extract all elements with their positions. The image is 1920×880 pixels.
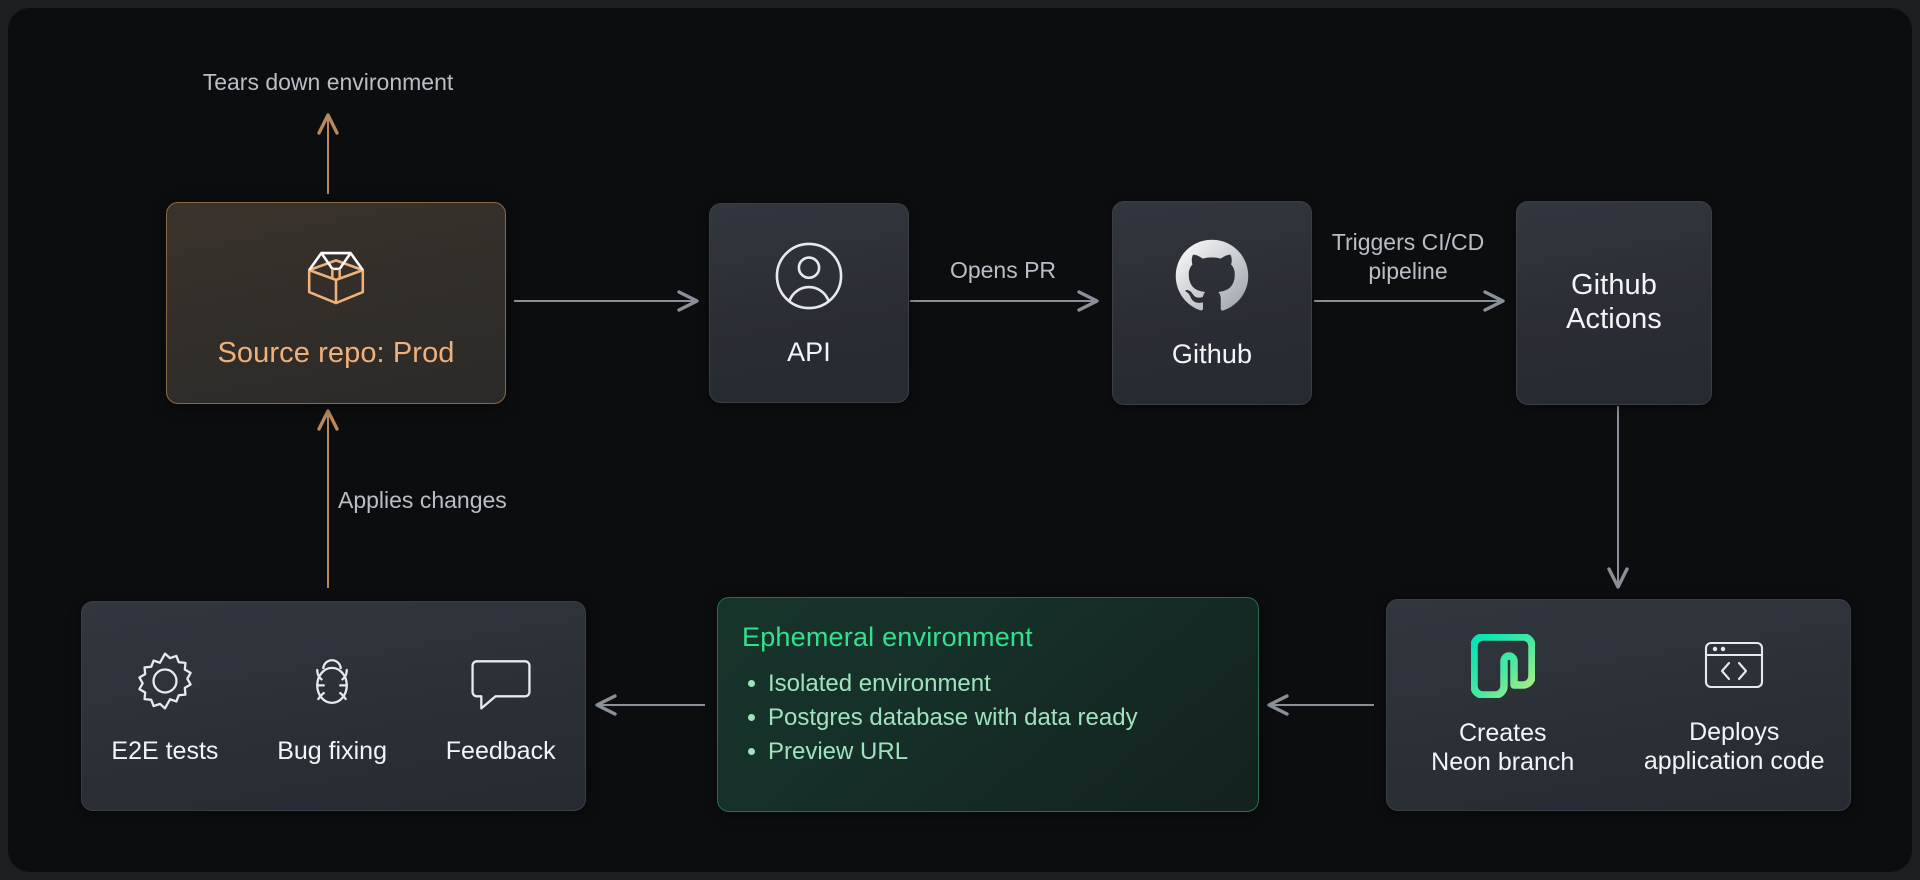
card-item-label: Deploys application code xyxy=(1643,717,1825,775)
node-testing-card[interactable]: E2E tests Bug fixing xyxy=(81,601,586,811)
user-avatar-icon xyxy=(771,238,847,319)
neon-logo-icon xyxy=(1470,632,1536,703)
github-octocat-icon xyxy=(1172,236,1252,321)
list-item: Preview URL xyxy=(742,735,1230,769)
card-item-e2e-tests[interactable]: E2E tests xyxy=(105,646,224,766)
card-item-label: Creates Neon branch xyxy=(1431,718,1575,776)
card-item-label: E2E tests xyxy=(111,737,219,765)
package-box-icon xyxy=(297,236,375,319)
card-item-creates-neon-branch[interactable]: Creates Neon branch xyxy=(1387,632,1619,777)
edge-label-applies-changes: Applies changes xyxy=(338,487,507,513)
node-github-actions[interactable]: Github Actions xyxy=(1516,201,1712,405)
node-ephemeral-environment[interactable]: Ephemeral environment Isolated environme… xyxy=(717,597,1259,812)
diagram-canvas: Tears down environment Opens PR Triggers… xyxy=(8,8,1912,872)
edge-label-tears-down: Tears down environment xyxy=(202,69,454,95)
node-api-label: API xyxy=(787,336,831,367)
node-api[interactable]: API xyxy=(709,203,909,403)
node-github[interactable]: Github xyxy=(1112,201,1312,405)
edge-label-triggers-cicd: Triggers CI/CD pipeline xyxy=(1331,229,1485,284)
speech-bubble-icon xyxy=(466,646,536,721)
list-item: Isolated environment xyxy=(742,667,1230,701)
list-item: Postgres database with data ready xyxy=(742,701,1230,735)
bug-icon xyxy=(297,646,367,721)
node-source-repo[interactable]: Source repo: Prod xyxy=(166,202,506,404)
card-item-deploys-application-code[interactable]: Deploys application code xyxy=(1619,635,1851,776)
card-item-label: Bug fixing xyxy=(277,737,387,765)
ephemeral-feature-list: Isolated environment Postgres database w… xyxy=(742,667,1230,769)
card-item-bug-fixing[interactable]: Bug fixing xyxy=(271,646,393,766)
node-github-actions-label: Github Actions xyxy=(1566,269,1662,335)
node-github-label: Github xyxy=(1171,338,1253,369)
node-deployment-card[interactable]: Creates Neon branch Deploys application … xyxy=(1386,599,1851,811)
gear-icon xyxy=(130,646,200,721)
ephemeral-title: Ephemeral environment xyxy=(742,622,1033,652)
card-item-label: Feedback xyxy=(445,737,556,765)
node-source-repo-label: Source repo: Prod xyxy=(217,336,455,369)
edge-label-opens-pr: Opens PR xyxy=(949,257,1057,283)
browser-code-icon xyxy=(1701,635,1767,702)
card-item-feedback[interactable]: Feedback xyxy=(440,646,562,766)
